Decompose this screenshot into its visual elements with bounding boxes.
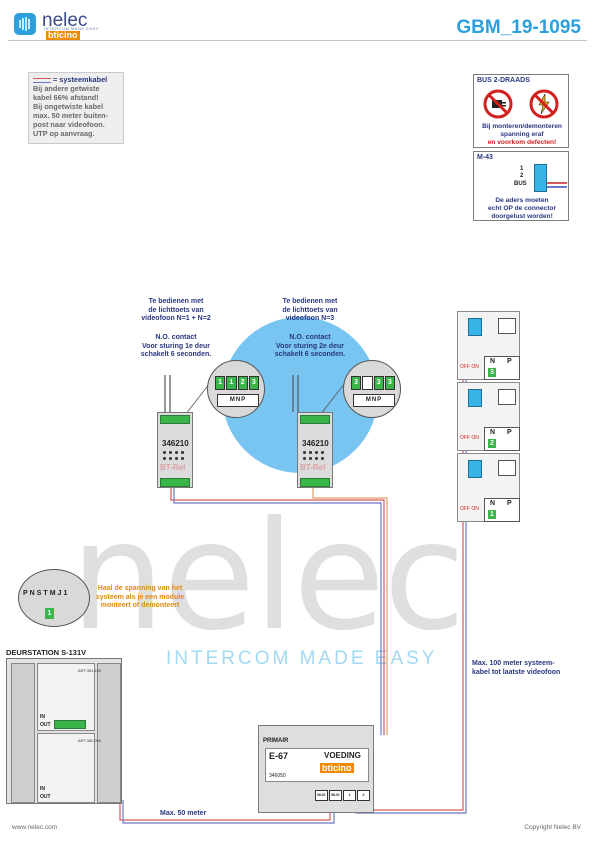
- note-line: post naar videofoon.: [33, 120, 105, 129]
- doorstation-zoom: P N S T M J 1 1: [18, 569, 90, 627]
- speaker-module: ART.351.100 IN OUT: [37, 663, 101, 731]
- nelec-logo-icon: [14, 13, 36, 35]
- relay2-contact-note: N.O. contact Voor sturing 2e deur schake…: [274, 334, 346, 358]
- m43-pin-bus: BUS: [514, 181, 527, 187]
- psu-model: E-67: [269, 751, 289, 761]
- m43-warning-text: De aders moeten echt OP de connector doo…: [487, 197, 557, 220]
- speaker-module-terminal: [54, 720, 86, 729]
- n-value: 1: [488, 510, 496, 519]
- relay2-zoom-label: MNP: [353, 394, 395, 407]
- relay2-bottom-terminal: [300, 478, 330, 487]
- relay2-top-terminal: [300, 415, 330, 424]
- m43-title: M-43: [477, 154, 493, 161]
- videophone-connector: [468, 460, 482, 478]
- power-supply: PRIMAIR E-67 VOEDING bticino 346050 BUS …: [258, 725, 374, 813]
- relay1-model: 346210: [162, 439, 189, 448]
- watermark-brand: nelec: [70, 490, 466, 664]
- partner-logo: bticino: [46, 30, 80, 40]
- np-switch-box: N P 1: [484, 498, 520, 522]
- psu-code: 346050: [269, 773, 286, 779]
- note-line: max. 50 meter buiten-: [33, 111, 109, 120]
- psu-name: VOEDING: [324, 751, 361, 760]
- doorstation-zoom-labels: P N S T M J 1: [23, 590, 68, 597]
- monitor-icon: [498, 318, 516, 334]
- videophone-3: OFF ON N P 3: [457, 311, 520, 380]
- relay2-model: 346210: [302, 439, 329, 448]
- doorstation-frame-left: [11, 663, 35, 803]
- relay1-brand: BT-Rel: [160, 463, 186, 472]
- brand-name: nelec: [42, 10, 88, 31]
- relay2-brand: BT-Rel: [300, 463, 326, 472]
- n-value: 2: [488, 439, 496, 448]
- m43-panel: M-43 1 2 BUS De aders moeten echt OP de …: [473, 151, 569, 221]
- note-line: UTP op aanvraag.: [33, 129, 95, 138]
- cable-legend: = systeemkabel: [33, 75, 119, 84]
- doorstation-title: DEURSTATION S-131V: [6, 648, 87, 657]
- relay2-zoom: 3 3 3 MNP: [343, 360, 401, 418]
- n-value: 3: [488, 368, 496, 377]
- relay1-bottom-terminal: [160, 478, 190, 487]
- doorstation-warning: Haal de spanning van het systeem als je …: [95, 585, 185, 609]
- bus-warning-panel: BUS 2-DRAADS Bij monteren/demonteren spa…: [473, 74, 569, 148]
- m43-pin-2: 2: [520, 173, 524, 179]
- document-code: GBM_19-1095: [456, 17, 581, 38]
- relay1-contact-note: N.O. contact Voor sturing 1e deur schake…: [140, 334, 212, 358]
- no-live-work-icon: [529, 89, 559, 119]
- relay1-zoom-terminals: 1 1 2 3: [215, 376, 259, 390]
- psu-primary-label: PRIMAIR: [263, 738, 289, 744]
- videophone-connector: [468, 318, 482, 336]
- m43-pin-1: 1: [520, 166, 524, 172]
- videophone-1: OFF ON N P 1: [457, 453, 520, 522]
- psu-face: E-67 VOEDING bticino 346050: [265, 748, 369, 782]
- relay2-zoom-terminals: 3 3 3: [351, 376, 395, 390]
- psu-brand: bticino: [320, 763, 354, 773]
- note-line: Bij ongetwiste kabel: [33, 102, 104, 111]
- note-line: Bij andere getwiste: [33, 84, 100, 93]
- m43-wire-blue: [547, 186, 567, 188]
- videophone-2: OFF ON N P 2: [457, 382, 520, 451]
- cable-length-note-50: Max. 50 meter: [160, 810, 207, 817]
- watermark-tagline: INTERCOM MADE EASY: [166, 648, 438, 669]
- doorstation-zoom-value: 1: [45, 608, 54, 619]
- videophone-switch: OFF ON: [460, 364, 479, 370]
- relay1-zoom-label: MNP: [217, 394, 259, 407]
- m43-connector: [534, 164, 547, 192]
- module-label-1: ART.351.100: [78, 668, 102, 673]
- videophone-connector: [468, 389, 482, 407]
- cable-note-box: = systeemkabel Bij andere getwiste kabel…: [28, 72, 124, 144]
- footer-copyright: Copyright Nelec BV: [524, 824, 581, 831]
- relay1-zoom: 1 1 2 3 MNP: [207, 360, 265, 418]
- relay2-caption: Te bedienen met de lichttoets van videof…: [282, 298, 338, 322]
- no-plug-icon: [483, 89, 513, 119]
- videophone-switch: OFF ON: [460, 506, 479, 512]
- cable-legend-swatch: [33, 77, 51, 83]
- button-module: ART.352.000 IN OUT: [37, 733, 101, 803]
- m43-wire-red: [547, 182, 567, 184]
- footer-website[interactable]: www.nelec.com: [12, 824, 58, 831]
- bus-panel-title: BUS 2-DRAADS: [477, 77, 530, 84]
- note-line: kabel 66% afstand!: [33, 93, 99, 102]
- bus-warning-text: Bij monteren/demonteren spanning eraf en…: [482, 123, 562, 146]
- brand-tagline: INTERCOM MADE EASY: [44, 26, 99, 31]
- monitor-icon: [498, 389, 516, 405]
- doorstation-frame-right: [97, 663, 121, 803]
- psu-terminals: BUS BUS 1 2: [315, 790, 370, 801]
- videophone-switch: OFF ON: [460, 435, 479, 441]
- header-divider: [8, 40, 587, 41]
- relay1-caption: Te bedienen met de lichttoets van videof…: [141, 298, 211, 322]
- np-switch-box: N P 2: [484, 427, 520, 451]
- monitor-icon: [498, 460, 516, 476]
- relay2-module: 346210 BT-Rel: [297, 412, 333, 488]
- relay1-module: 346210 BT-Rel: [157, 412, 193, 488]
- module-label-2: ART.352.000: [78, 738, 102, 743]
- np-switch-box: N P 3: [484, 356, 520, 380]
- doorstation-body: ART.351.100 IN OUT ART.352.000 IN OUT: [6, 658, 122, 804]
- cable-length-note-100: Max. 100 meter systeem- kabel tot laatst…: [472, 660, 561, 676]
- relay1-top-terminal: [160, 415, 190, 424]
